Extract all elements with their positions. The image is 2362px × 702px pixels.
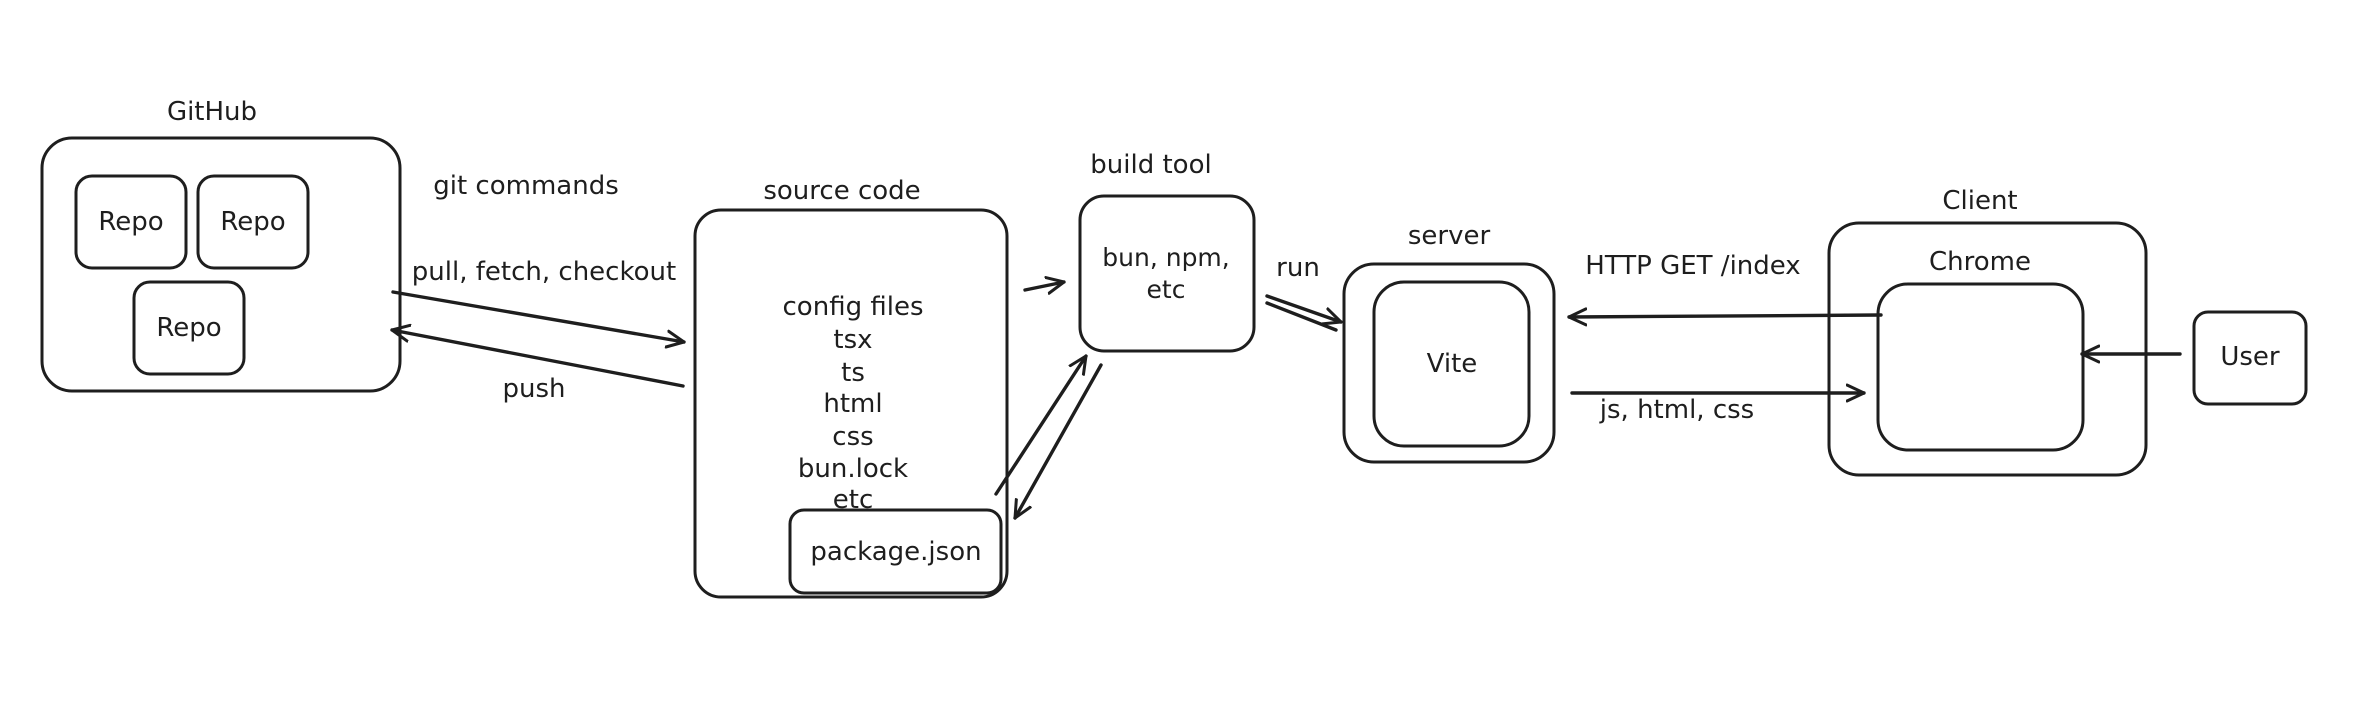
server-title: server — [1408, 221, 1491, 251]
github-container — [40, 136, 402, 393]
package-json-box — [788, 508, 1003, 595]
source-item-html: html — [823, 389, 882, 419]
push-arrow — [390, 330, 685, 388]
github-group: GitHub Repo Repo Repo — [40, 97, 402, 393]
pull-fetch-checkout-label: pull, fetch, checkout — [412, 257, 676, 287]
chrome-window-box — [1876, 282, 2085, 452]
source-item-ts: ts — [841, 358, 865, 388]
user-box — [2192, 310, 2308, 406]
build-to-package-arrow — [1013, 363, 1103, 520]
build-tool-title: build tool — [1090, 150, 1211, 180]
js-html-css-label: js, html, css — [1599, 395, 1754, 425]
client-container — [1827, 221, 2148, 477]
vite-label: Vite — [1427, 349, 1478, 379]
build-tool-box — [1078, 194, 1256, 353]
run-arrow-stroke — [1265, 301, 1338, 332]
client-title: Client — [1942, 186, 2017, 216]
http-get-label: HTTP GET /index — [1585, 251, 1800, 281]
package-to-build-arrow — [994, 354, 1088, 496]
run-arrow — [1265, 294, 1343, 322]
chrome-label: Chrome — [1929, 247, 2031, 277]
http-request-arrow — [1567, 315, 1883, 317]
repo-box-2 — [196, 174, 310, 270]
build-tool-line-2: etc — [1147, 275, 1186, 304]
pull-arrow — [391, 290, 686, 342]
source-item-bun-lock: bun.lock — [798, 454, 908, 484]
server-group: server Vite — [1342, 221, 1556, 464]
source-item-css: css — [832, 422, 873, 452]
git-commands-label: git commands — [433, 171, 619, 201]
user-group: User — [2192, 310, 2308, 406]
github-title: GitHub — [167, 97, 257, 127]
build-tool-line-1: bun, npm, — [1102, 243, 1229, 272]
repo-label-3: Repo — [156, 313, 221, 343]
source-to-build-arrow — [1023, 282, 1066, 290]
source-item-config-files: config files — [783, 292, 924, 322]
repo-label-1: Repo — [98, 207, 163, 237]
source-code-group: source code config files tsx ts html css… — [693, 176, 1009, 599]
run-label: run — [1276, 253, 1320, 283]
vite-box — [1372, 280, 1531, 448]
source-code-container — [693, 208, 1009, 599]
push-label: push — [502, 374, 565, 404]
server-container — [1342, 262, 1556, 464]
source-code-title: source code — [763, 176, 920, 206]
client-group: Client Chrome — [1827, 186, 2148, 477]
source-item-tsx: tsx — [833, 325, 872, 355]
repo-box-1 — [74, 174, 188, 270]
repo-label-2: Repo — [220, 207, 285, 237]
user-label: User — [2220, 342, 2280, 372]
repo-box-3 — [132, 280, 246, 376]
build-tool-group: build tool bun, npm, etc — [1078, 150, 1256, 353]
package-json-label: package.json — [810, 537, 981, 567]
